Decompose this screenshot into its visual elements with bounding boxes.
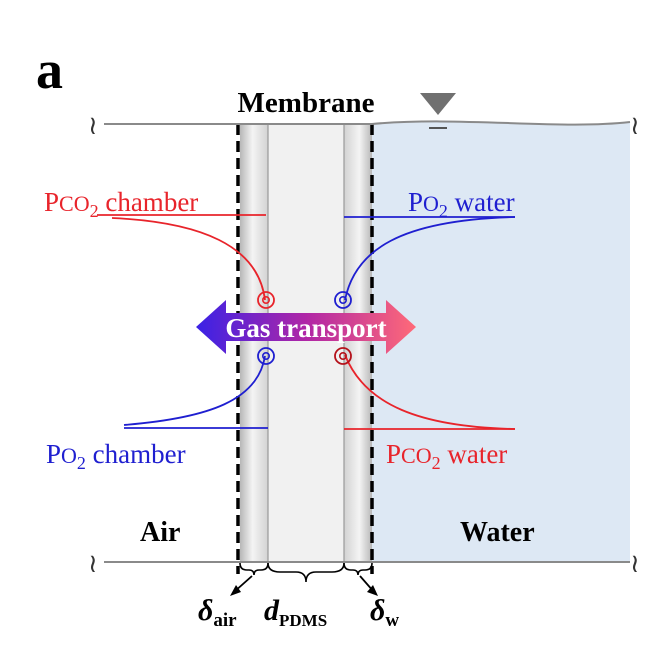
top-surface-line [104, 120, 631, 126]
delta-w-pointer-head-icon [367, 585, 378, 596]
break-mark-top-right: ≀ [630, 111, 640, 140]
gas-transport-label: Gas transport [225, 313, 386, 343]
break-mark-top-left: ≀ [88, 111, 98, 140]
air-label: Air [140, 517, 180, 548]
air-boundary-layer [240, 124, 268, 562]
water-boundary-layer [344, 124, 372, 562]
pco2-chamber-label: PCO2 chamber [44, 187, 198, 221]
po2-chamber-label: PO2 chamber [46, 439, 186, 473]
d-pdms-label: dPDMS [264, 594, 327, 630]
break-mark-bottom-right: ≀ [630, 549, 640, 578]
co2-marker-water-side-icon [334, 347, 352, 365]
po2-water-curve [344, 216, 516, 301]
o2-marker-water-side-icon [334, 291, 352, 309]
water-label: Water [460, 517, 535, 548]
delta-air-label: δair [198, 594, 237, 631]
water-level-triangle-icon [420, 93, 456, 115]
pco2-water-label: PCO2 water [386, 439, 507, 473]
pdms-membrane-core [268, 124, 344, 562]
delta-air-brace [239, 562, 269, 576]
delta-air-pointer-head-icon [230, 585, 241, 596]
co2-marker-air-side-icon [257, 291, 275, 309]
pco2-water-curve [344, 354, 516, 430]
po2-water-label: PO2 water [408, 187, 515, 221]
gas-transport-arrow-icon [196, 300, 416, 354]
delta-w-brace [343, 562, 373, 576]
d-pdms-brace [267, 562, 345, 583]
o2-marker-air-side-icon [257, 347, 275, 365]
water-region [372, 121, 630, 563]
delta-w-label: δw [370, 594, 399, 631]
break-mark-bottom-left: ≀ [88, 549, 98, 578]
po2-chamber-curve [123, 355, 266, 426]
panel-label: a [36, 40, 63, 100]
membrane-label: Membrane [238, 87, 375, 119]
pco2-chamber-curve [111, 217, 266, 301]
